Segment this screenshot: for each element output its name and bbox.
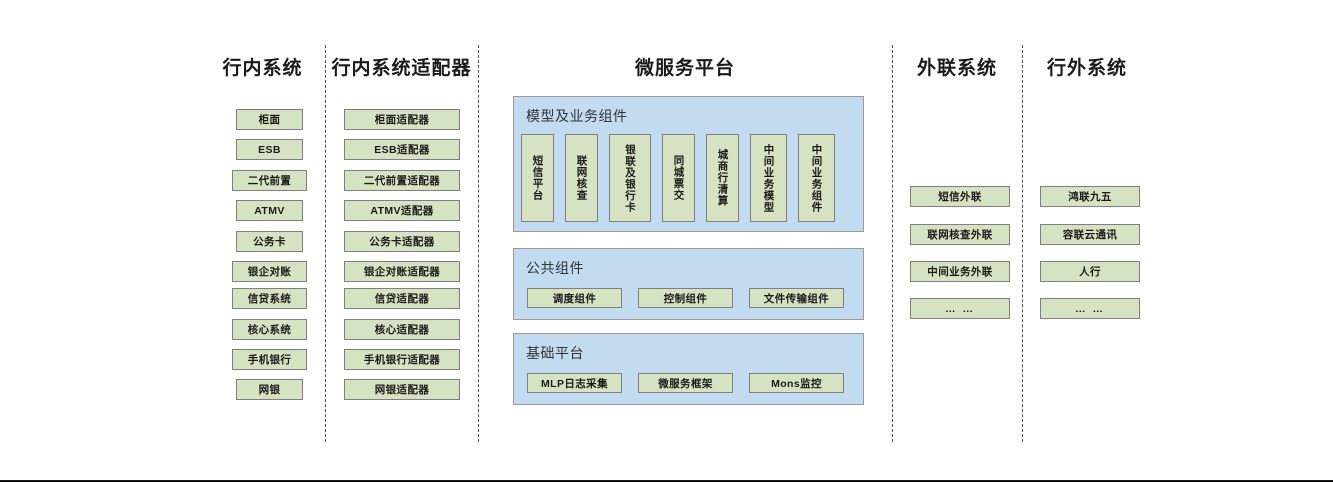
column-divider-1 — [325, 45, 326, 442]
node-model-component-label: 中间业务组件 — [810, 143, 823, 213]
node-external-link-system[interactable]: 中间业务外联 — [910, 261, 1010, 282]
node-internal-system[interactable]: 手机银行 — [232, 349, 307, 370]
node-model-component[interactable]: 同城票交 — [662, 134, 695, 222]
panel-title-model-business-components: 模型及业务组件 — [526, 108, 628, 124]
node-internal-adapter[interactable]: ESB适配器 — [344, 139, 460, 160]
node-model-component-label: 联网核查 — [575, 155, 588, 201]
node-offbank-system[interactable]: 人行 — [1040, 261, 1140, 282]
node-internal-system[interactable]: ATMV — [236, 200, 303, 221]
node-public-component[interactable]: 控制组件 — [638, 288, 733, 308]
node-internal-system[interactable]: 网银 — [236, 379, 303, 400]
node-internal-adapter[interactable]: 二代前置适配器 — [344, 170, 460, 191]
column-divider-2 — [478, 45, 479, 442]
node-model-component-label: 银联及银行卡 — [624, 143, 637, 213]
node-internal-system[interactable]: 信贷系统 — [232, 288, 307, 309]
node-internal-adapter[interactable]: 手机银行适配器 — [344, 349, 460, 370]
node-internal-adapter[interactable]: 信贷适配器 — [344, 288, 460, 309]
node-public-component[interactable]: 文件传输组件 — [749, 288, 844, 308]
node-base-platform-component[interactable]: Mons监控 — [749, 373, 844, 393]
node-external-link-system-more[interactable]: … … — [910, 298, 1010, 319]
node-external-link-system[interactable]: 短信外联 — [910, 186, 1010, 207]
node-internal-adapter[interactable]: 银企对账适配器 — [344, 261, 460, 282]
column-header-external-link-systems: 外联系统 — [916, 58, 997, 79]
panel-title-public-components: 公共组件 — [526, 260, 584, 276]
column-header-internal-adapters: 行内系统适配器 — [331, 58, 472, 79]
node-offbank-system[interactable]: 容联云通讯 — [1040, 224, 1140, 245]
node-internal-adapter[interactable]: 公务卡适配器 — [344, 231, 460, 252]
node-base-platform-component[interactable]: 微服务框架 — [638, 373, 733, 393]
panel-public-components: 公共组件 — [513, 248, 864, 320]
node-internal-adapter[interactable]: 柜面适配器 — [344, 109, 460, 130]
node-model-component[interactable]: 中间业务模型 — [750, 134, 787, 222]
node-internal-adapter[interactable]: 核心适配器 — [344, 319, 460, 340]
node-internal-adapter[interactable]: 网银适配器 — [344, 379, 460, 400]
node-model-component-label: 城商行清算 — [716, 149, 729, 207]
node-internal-system[interactable]: 二代前置 — [232, 170, 307, 191]
bottom-rule — [0, 480, 1333, 482]
column-header-offbank-systems: 行外系统 — [1046, 58, 1127, 79]
node-internal-system[interactable]: 银企对账 — [232, 261, 307, 282]
node-internal-system[interactable]: 核心系统 — [232, 319, 307, 340]
node-public-component[interactable]: 调度组件 — [527, 288, 622, 308]
node-model-component[interactable]: 城商行清算 — [706, 134, 739, 222]
node-internal-system[interactable]: ESB — [236, 139, 303, 160]
panel-base-platform: 基础平台 — [513, 333, 864, 405]
node-model-component-label: 短信平台 — [531, 155, 544, 201]
node-model-component-label: 中间业务模型 — [762, 143, 775, 213]
node-offbank-system-more[interactable]: … … — [1040, 298, 1140, 319]
node-model-component[interactable]: 短信平台 — [521, 134, 554, 222]
node-external-link-system[interactable]: 联网核查外联 — [910, 224, 1010, 245]
node-offbank-system[interactable]: 鸿联九五 — [1040, 186, 1140, 207]
column-header-microservice-platform: 微服务平台 — [634, 58, 735, 79]
node-model-component[interactable]: 银联及银行卡 — [609, 134, 651, 222]
panel-title-base-platform: 基础平台 — [526, 345, 584, 361]
node-internal-system[interactable]: 柜面 — [236, 109, 303, 130]
node-base-platform-component[interactable]: MLP日志采集 — [527, 373, 622, 393]
column-divider-3 — [892, 45, 893, 442]
node-internal-adapter[interactable]: ATMV适配器 — [344, 200, 460, 221]
node-internal-system[interactable]: 公务卡 — [236, 231, 303, 252]
node-model-component-label: 同城票交 — [672, 155, 685, 201]
node-model-component[interactable]: 中间业务组件 — [798, 134, 835, 222]
node-model-component[interactable]: 联网核查 — [565, 134, 598, 222]
column-header-internal-systems: 行内系统 — [222, 58, 303, 79]
column-divider-4 — [1022, 45, 1023, 442]
